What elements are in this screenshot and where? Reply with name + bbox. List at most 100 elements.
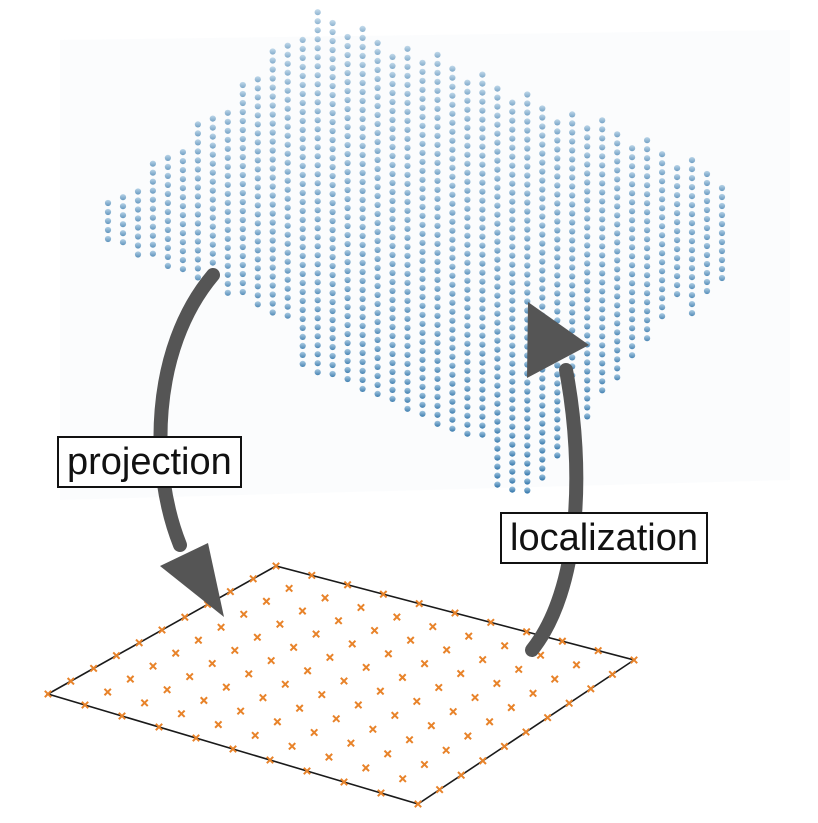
cloud-point bbox=[419, 392, 426, 399]
cloud-point bbox=[688, 184, 696, 191]
grid-point-marker bbox=[332, 714, 341, 723]
cloud-point bbox=[434, 204, 441, 211]
cloud-point bbox=[434, 384, 441, 391]
cloud-point bbox=[314, 360, 321, 367]
cloud-point bbox=[584, 206, 591, 213]
cloud-point bbox=[539, 438, 546, 445]
cloud-point bbox=[524, 190, 531, 197]
cloud-point bbox=[464, 277, 471, 284]
cloud-point bbox=[419, 131, 426, 138]
cloud-point bbox=[584, 152, 591, 159]
cloud-point bbox=[419, 311, 426, 318]
cloud-point bbox=[449, 209, 456, 216]
cloud-point bbox=[434, 258, 441, 265]
cloud-point bbox=[644, 308, 651, 315]
cloud-point bbox=[239, 279, 246, 287]
grid-point-marker bbox=[295, 704, 304, 713]
cloud-point bbox=[419, 410, 426, 417]
cloud-point bbox=[239, 198, 246, 206]
cloud-point bbox=[524, 91, 531, 98]
cloud-point bbox=[134, 251, 142, 258]
cloud-point bbox=[449, 254, 456, 261]
cloud-point bbox=[644, 290, 651, 297]
cloud-point bbox=[149, 214, 156, 221]
grid-point-marker bbox=[368, 725, 377, 734]
cloud-point bbox=[224, 136, 231, 143]
cloud-point bbox=[659, 304, 666, 311]
cloud-point bbox=[344, 222, 351, 230]
cloud-point bbox=[389, 314, 396, 321]
cloud-point bbox=[374, 75, 381, 82]
cloud-point bbox=[479, 260, 486, 267]
cloud-point bbox=[374, 228, 381, 235]
cloud-point bbox=[344, 87, 351, 95]
cloud-point bbox=[524, 226, 531, 233]
cloud-point bbox=[614, 347, 621, 354]
cloud-point bbox=[479, 404, 486, 411]
cloud-point bbox=[509, 468, 516, 475]
cloud-point bbox=[449, 146, 456, 153]
cloud-point bbox=[254, 247, 261, 254]
grid-point-marker bbox=[478, 756, 487, 765]
cloud-point bbox=[254, 184, 261, 191]
cloud-point bbox=[569, 255, 576, 262]
cloud-point bbox=[688, 310, 696, 317]
cloud-point bbox=[494, 85, 501, 92]
cloud-point bbox=[599, 270, 606, 277]
cloud-point bbox=[164, 190, 171, 197]
cloud-point bbox=[329, 172, 336, 180]
cloud-point bbox=[389, 98, 396, 105]
cloud-point bbox=[239, 288, 246, 296]
cloud-point bbox=[703, 206, 711, 214]
cloud-point bbox=[629, 199, 636, 206]
cloud-point bbox=[629, 163, 636, 170]
cloud-point bbox=[194, 229, 201, 236]
cloud-point bbox=[299, 279, 306, 286]
grid-point-marker bbox=[414, 800, 422, 808]
cloud-point bbox=[389, 206, 396, 213]
cloud-point bbox=[329, 208, 336, 216]
cloud-point bbox=[494, 94, 501, 101]
grid-point-marker bbox=[317, 690, 326, 699]
cloud-point bbox=[554, 290, 561, 297]
cloud-point bbox=[539, 258, 546, 265]
cloud-point bbox=[688, 238, 696, 245]
cloud-point bbox=[434, 375, 441, 382]
cloud-point bbox=[404, 225, 411, 232]
cloud-point bbox=[329, 298, 336, 306]
cloud-point bbox=[539, 222, 546, 229]
cloud-point bbox=[404, 162, 411, 169]
cloud-point bbox=[494, 445, 501, 452]
cloud-point bbox=[329, 262, 336, 270]
cloud-point bbox=[569, 282, 576, 289]
cloud-point bbox=[344, 105, 351, 113]
cloud-point bbox=[284, 294, 291, 301]
cloud-point bbox=[329, 370, 336, 378]
cloud-point bbox=[344, 33, 351, 41]
grid-point-marker bbox=[390, 711, 399, 720]
cloud-point bbox=[299, 153, 306, 160]
cloud-point bbox=[209, 142, 216, 149]
cloud-point bbox=[299, 252, 306, 259]
cloud-point bbox=[509, 342, 516, 349]
cloud-point bbox=[614, 185, 621, 192]
cloud-point bbox=[419, 122, 426, 129]
cloud-point bbox=[269, 111, 276, 118]
cloud-point bbox=[659, 196, 666, 203]
cloud-point bbox=[629, 262, 636, 269]
cloud-point bbox=[284, 168, 291, 175]
cloud-point bbox=[194, 157, 201, 164]
cloud-point bbox=[554, 443, 561, 450]
cloud-point bbox=[449, 299, 456, 306]
cloud-point bbox=[434, 366, 441, 373]
cloud-point bbox=[584, 179, 591, 186]
cloud-point bbox=[674, 273, 681, 280]
grid-point-marker bbox=[406, 636, 415, 645]
cloud-point bbox=[449, 200, 456, 207]
cloud-point bbox=[419, 77, 426, 84]
cloud-point bbox=[703, 260, 711, 268]
cloud-point bbox=[494, 292, 501, 299]
cloud-point bbox=[344, 276, 351, 284]
cloud-point bbox=[104, 226, 112, 234]
cloud-point bbox=[524, 280, 531, 287]
